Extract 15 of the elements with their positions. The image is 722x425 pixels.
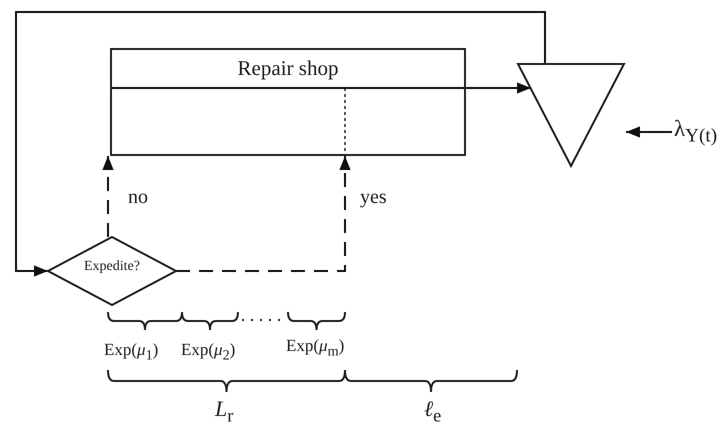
rate-symbol: λ$_{Y(t)}$ — [674, 116, 718, 148]
decision-text: Expedite? — [83, 259, 141, 275]
repair-shop-box — [110, 48, 466, 156]
length-label: ℓ$_{e}$ — [424, 396, 442, 425]
arrow — [626, 126, 672, 138]
arrow — [176, 156, 351, 272]
decision-diamond — [47, 236, 177, 306]
distribution-label: Exp(μ$_{1}$) — [104, 340, 158, 364]
arrow — [15, 11, 546, 277]
length-label: L$_{r}$ — [215, 396, 234, 425]
distribution-label: Exp(μ$_{m}$) — [286, 336, 344, 360]
arrow — [102, 156, 114, 237]
distribution-label: Exp(μ$_{2}$) — [181, 340, 236, 364]
arrow — [111, 82, 531, 94]
box-title: Repair shop — [236, 56, 340, 81]
